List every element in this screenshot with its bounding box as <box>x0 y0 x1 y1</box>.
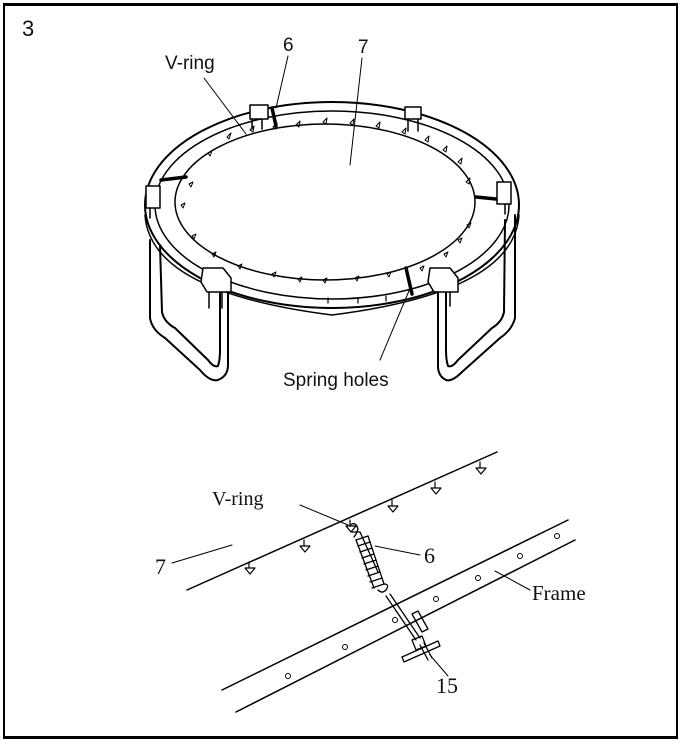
leader-part7-top <box>349 57 363 166</box>
mat-edge-line <box>186 451 498 591</box>
label-part6-detail: 6 <box>424 543 435 568</box>
label-part7-top: 7 <box>358 37 369 58</box>
trampoline-leg-left <box>149 239 229 382</box>
leg-sockets <box>145 104 512 309</box>
leader-vring-top <box>203 77 247 135</box>
step-number: 3 <box>22 16 35 41</box>
frame-holes <box>285 533 560 679</box>
leader-part6-detail <box>374 545 421 556</box>
spring-tool <box>385 593 441 663</box>
leader-part7-detail <box>171 544 233 564</box>
frame-ring-outer <box>144 101 520 309</box>
label-part15-detail: 15 <box>436 673 458 698</box>
trampoline-illustration <box>144 55 520 382</box>
leader-springholes <box>379 285 412 361</box>
trampoline-leg-right <box>437 214 516 382</box>
label-part7-detail: 7 <box>155 554 166 579</box>
page-border <box>3 3 678 739</box>
leader-part15-detail <box>429 654 449 677</box>
leader-vring-detail <box>299 504 349 526</box>
jumping-mat <box>174 123 476 281</box>
label-spring-holes: Spring holes <box>283 370 389 391</box>
leader-part6-top <box>275 55 289 109</box>
label-vring-top: V-ring <box>165 53 215 74</box>
detail-leader-lines <box>171 504 531 677</box>
leader-frame-detail <box>494 570 531 591</box>
detail-spring <box>349 523 389 593</box>
spring-hole-ticks <box>327 295 387 304</box>
frame-line-top <box>221 519 569 691</box>
label-part6-top: 6 <box>283 35 294 56</box>
label-frame-detail: Frame <box>532 581 586 605</box>
detail-illustration <box>171 451 576 713</box>
top-leader-lines <box>203 55 412 361</box>
frame-line-bottom <box>235 539 576 713</box>
label-vring-detail: V-ring <box>212 488 264 510</box>
